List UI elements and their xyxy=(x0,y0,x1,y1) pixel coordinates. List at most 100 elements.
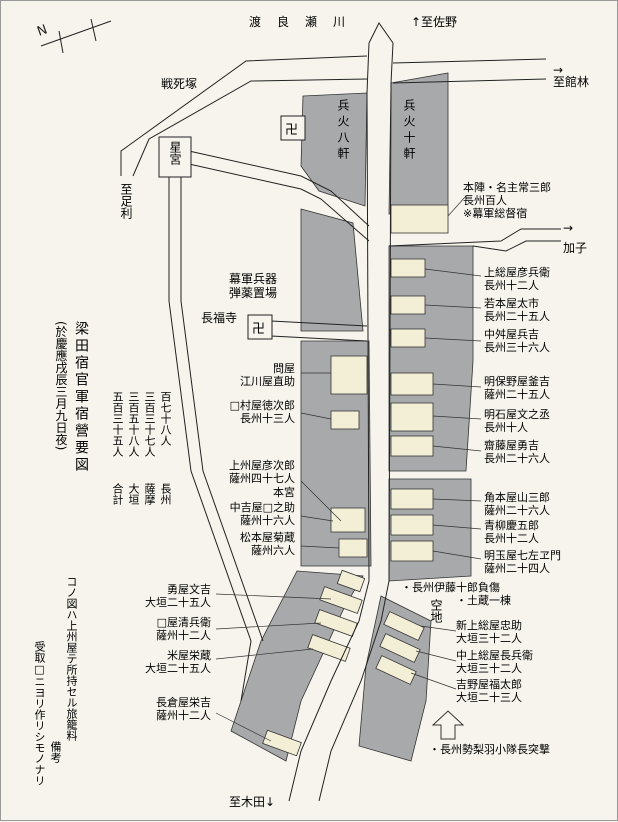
lodging-r9: 明玉屋七左ヱ門薩州二十四人 xyxy=(484,549,561,575)
to-kigita-label: 至木田↓ xyxy=(229,795,276,809)
road-temple-2 xyxy=(270,335,368,342)
lodging-r6: 齋藤屋勇吉長州二十六人 xyxy=(484,439,550,465)
road-nw-1 xyxy=(120,55,368,176)
house-r5 xyxy=(390,402,434,432)
temple-box-north xyxy=(280,115,306,141)
manji-icon: 卍 xyxy=(285,123,299,138)
temple-box-choufuku xyxy=(247,314,273,340)
house-r3 xyxy=(390,328,426,348)
page-title: 梁田宿官軍宿營要図 xyxy=(73,321,89,474)
house-s1 xyxy=(336,569,366,593)
lodging-r0: 本陣・名主常三郎長州百人※幕軍総督宿 xyxy=(463,181,551,220)
totals-block: 長州 薩摩 大垣 合計 百七十八人 三百三十七人 三百五十八人 五百三十五人 xyxy=(77,391,173,541)
lodging-l7: □屋清兵衛薩州十二人 xyxy=(156,616,211,642)
house-r7 xyxy=(390,488,434,510)
note-line1: コノ図ハ上州屋テ所持セル旅籠料 xyxy=(65,576,78,741)
house-s2 xyxy=(319,586,363,614)
lodging-r2: 若本屋太市長州二十五人 xyxy=(484,297,550,323)
choufukuji-label: 長福寺 xyxy=(201,311,238,325)
to-sano-label: ↑至佐野 xyxy=(411,15,458,29)
note-heading: 備考 xyxy=(49,741,62,763)
lodging-r7: 角本屋山三郎薩州二十六人 xyxy=(484,491,550,517)
lodging-r10: ・長州伊藤十郎負傷・土蔵一棟 xyxy=(401,581,511,607)
house-r6 xyxy=(390,435,434,457)
house-r8 xyxy=(390,514,434,536)
road-hoshi-2 xyxy=(188,163,370,242)
road-nw-2 xyxy=(132,78,368,177)
house-se3 xyxy=(375,655,417,685)
road-kago-2 xyxy=(472,240,561,252)
house-s4 xyxy=(307,634,351,662)
page-subtitle: (於慶應戌辰三月九日夜) xyxy=(54,321,68,451)
compass-icon: N xyxy=(35,18,112,54)
manji-icon-2: 卍 xyxy=(252,322,266,337)
road-ne-2 xyxy=(392,78,547,84)
house-r1 xyxy=(390,258,426,278)
note-line2: 受取□ニヨリ作リシモノナリ xyxy=(33,641,46,786)
temple-label-1: 兵火八軒 xyxy=(336,99,350,163)
block-nw xyxy=(300,92,368,207)
river-label: 渡 良 瀬 川 xyxy=(249,15,348,29)
to-ashikaga-label: 至足利 xyxy=(119,183,133,219)
temple-label-2: 兵火十軒 xyxy=(402,99,416,163)
attack-label: ・長州勢梨羽小隊長突撃 xyxy=(429,743,550,756)
lodging-l1: □村屋徳次郎長州十三人 xyxy=(229,399,295,425)
lodging-r4: 明保野屋釜吉薩州二十五人 xyxy=(484,375,550,401)
lodging-l9: 長倉屋栄吉薩州十二人 xyxy=(156,696,211,722)
house-se2 xyxy=(379,633,421,663)
house-honjin xyxy=(390,204,449,234)
main-road-w xyxy=(288,42,370,802)
house-l3 xyxy=(330,507,366,533)
totals-label-1: 薩摩 xyxy=(143,483,156,505)
totals-value-1: 三百三十七人 xyxy=(143,391,156,457)
road-west-1 xyxy=(168,176,252,702)
to-tatebayashi-label: 至館林 xyxy=(553,75,590,89)
totals-label-2: 大垣 xyxy=(127,483,140,505)
lodging-r5: 明石屋文之丞長州十人 xyxy=(484,408,550,434)
akichi-label: 空地 xyxy=(429,599,443,623)
lodging-r12: 中上総屋長兵衛大垣三十二人 xyxy=(456,649,533,675)
armory-label: 幕軍兵器 弾薬置場 xyxy=(229,272,278,300)
totals-label-3: 合計 xyxy=(111,483,124,505)
senshizuka-label: 戦死塚 xyxy=(161,77,198,91)
river-bend xyxy=(368,22,394,44)
lodging-l3: 本宮 xyxy=(273,486,295,499)
main-road-e xyxy=(318,42,394,802)
lodging-l4: 中吉屋□之助薩州十六人 xyxy=(229,501,295,527)
lodging-l6: 勇屋文吉大垣二十五人 xyxy=(145,583,211,609)
totals-value-3: 五百三十五人 xyxy=(111,391,124,457)
road-hoshi-1 xyxy=(188,150,370,227)
lodging-l8: 米屋栄蔵大垣二十五人 xyxy=(145,649,211,675)
roads xyxy=(120,22,561,802)
house-l1 xyxy=(330,355,368,395)
arrow-right-2: → xyxy=(563,221,574,235)
lodging-r1: 上総屋彦兵衛長州十二人 xyxy=(484,266,550,292)
house-r2 xyxy=(390,295,426,315)
lodging-l0: 問屋江川屋直助 xyxy=(240,362,295,388)
lodging-l5: 松本屋菊蔵薩州六人 xyxy=(240,531,295,557)
hoshimiya-box xyxy=(158,136,192,178)
house-s5 xyxy=(262,729,302,757)
attack-arrow xyxy=(431,710,465,740)
hoshimiya-label: 星宮 xyxy=(168,141,182,165)
house-l2 xyxy=(330,410,360,430)
leader-lines xyxy=(215,195,482,742)
compass-letter: N xyxy=(35,22,49,39)
totals-value-0: 百七十八人 xyxy=(159,391,172,446)
house-se1 xyxy=(383,611,425,641)
houses xyxy=(262,204,449,757)
road-ne-1 xyxy=(392,58,547,64)
lodging-l2: 上州屋彦次郎薩州四十七人 xyxy=(229,459,295,485)
lodging-r13: 吉野屋福太郎大垣二十三人 xyxy=(456,678,522,704)
lodging-r11: 新上総屋忠助大垣三十二人 xyxy=(456,619,522,645)
road-west-2 xyxy=(180,176,264,642)
arrow-right-1: → xyxy=(553,63,564,77)
lodging-r8: 青柳慶五郎長州十二人 xyxy=(484,519,539,545)
block-w-mid xyxy=(300,208,364,332)
kago-label: 加子 xyxy=(563,241,588,255)
house-r9 xyxy=(390,540,434,562)
house-r4 xyxy=(390,372,434,396)
totals-label-0: 長州 xyxy=(159,483,172,505)
lodging-r3: 中舛屋兵吉長州三十六人 xyxy=(484,328,550,354)
road-kago-1 xyxy=(388,228,561,247)
